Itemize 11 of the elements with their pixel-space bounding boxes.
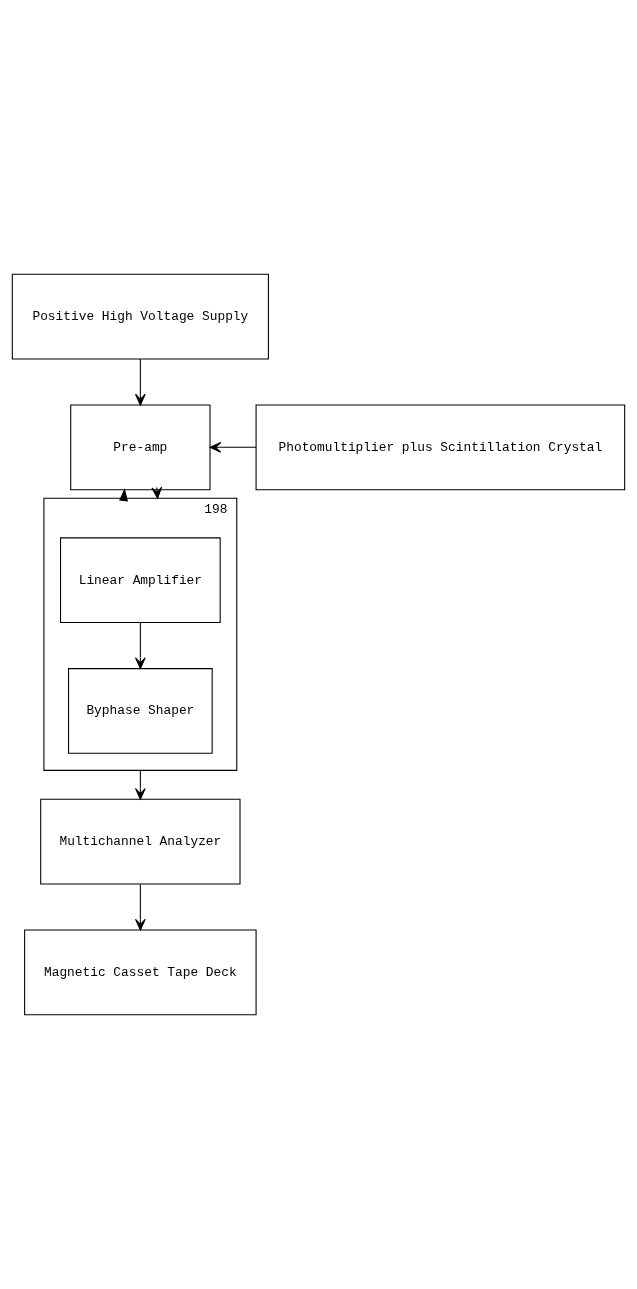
node-box: Magnetic Casset Tape Deck (24, 929, 257, 1016)
arrow (135, 769, 146, 800)
node-box: Byphase Shaper (68, 668, 213, 754)
arrow (135, 358, 146, 406)
node-box: Positive High Voltage Supply (11, 273, 269, 360)
arrow (135, 883, 146, 931)
node-box: Photomultiplier plus Scintillation Crystal (255, 404, 626, 491)
arrow (135, 622, 146, 670)
arrow (209, 442, 257, 453)
node-box: Linear Amplifier (60, 537, 221, 624)
node-box: Multichannel Analyzer (40, 798, 241, 885)
